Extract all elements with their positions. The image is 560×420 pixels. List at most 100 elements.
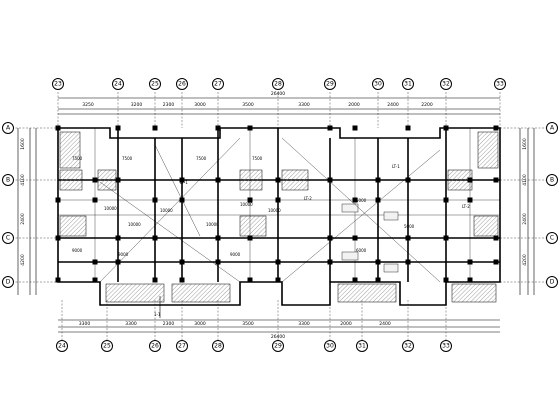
bottom-dimension: 3500	[242, 321, 254, 327]
svg-text:29: 29	[274, 343, 282, 350]
column	[493, 235, 499, 241]
bottom-dimension: 3300	[125, 321, 137, 327]
column	[405, 259, 411, 265]
column	[352, 197, 358, 203]
structural-columns	[55, 125, 499, 283]
top-dimension: 3300	[298, 102, 310, 108]
left-dimension: 1600	[20, 138, 26, 150]
column	[152, 125, 158, 131]
top-axis-bubble-32: 32	[440, 78, 452, 90]
column	[467, 259, 473, 265]
top-total-dimension: 26400	[271, 91, 285, 97]
left-axis-bubble-B: B	[2, 174, 14, 186]
room-label: 10000	[268, 208, 281, 213]
column	[327, 177, 333, 183]
top-dimension: 3000	[194, 102, 206, 108]
right-axis-bubble-A: A	[546, 122, 558, 134]
top-axis-bubble-30: 30	[372, 78, 384, 90]
svg-text:33: 33	[496, 81, 504, 88]
column	[493, 177, 499, 183]
top-axis-bubble-28: 28	[272, 78, 284, 90]
right-axis-bubble-D: D	[546, 276, 558, 288]
top-dimension-lines	[58, 97, 500, 115]
top-axis-bubble-23: 23	[52, 78, 64, 90]
column	[152, 197, 158, 203]
diagonal-lines	[99, 137, 441, 283]
column	[443, 277, 449, 283]
room-label: 7500	[122, 156, 133, 161]
svg-text:27: 27	[178, 343, 186, 350]
svg-text:26: 26	[178, 81, 186, 88]
hatched-areas	[59, 131, 499, 303]
top-axis-bubble-31: 31	[402, 78, 414, 90]
axis-grid-lines	[12, 92, 546, 340]
bottom-total-dimension: 26400	[271, 334, 285, 340]
room-label: 10000	[128, 222, 141, 227]
svg-text:30: 30	[374, 81, 382, 88]
column	[92, 197, 98, 203]
bottom-axis-bubble-28: 28	[212, 340, 224, 352]
bottom-axis-bubble-25: 25	[101, 340, 113, 352]
bottom-axis-bubble-30: 30	[324, 340, 336, 352]
svg-text:26: 26	[151, 343, 159, 350]
svg-text:B: B	[6, 177, 10, 184]
top-axis-bubble-24: 24	[112, 78, 124, 90]
room-label: 6000	[356, 248, 367, 253]
svg-text:28: 28	[214, 343, 222, 350]
column	[247, 125, 253, 131]
top-axis-bubble-26: 26	[176, 78, 188, 90]
svg-text:32: 32	[404, 343, 412, 350]
svg-text:23: 23	[54, 81, 62, 88]
room-label: 9000	[230, 252, 241, 257]
column	[443, 125, 449, 131]
room-label: 10000	[240, 202, 253, 207]
interior-walls	[58, 128, 500, 282]
svg-text:A: A	[6, 125, 11, 132]
column	[115, 235, 121, 241]
bottom-dimension-lines	[58, 319, 500, 333]
svg-text:27: 27	[214, 81, 222, 88]
column	[275, 177, 281, 183]
svg-text:32: 32	[442, 81, 450, 88]
left-dimension: 4200	[20, 254, 26, 266]
svg-text:C: C	[6, 235, 10, 242]
bottom-dimension: 2000	[340, 321, 352, 327]
column	[493, 259, 499, 265]
column	[179, 259, 185, 265]
column	[275, 197, 281, 203]
svg-text:33: 33	[442, 343, 450, 350]
section-mark-label: 1-1	[154, 312, 161, 317]
right-dimension: 1600	[522, 138, 528, 150]
column	[467, 177, 473, 183]
column	[275, 259, 281, 265]
room-label: 5000	[356, 198, 367, 203]
svg-text:29: 29	[326, 81, 334, 88]
room-label: 5000	[404, 224, 415, 229]
section-mark: 1-1	[154, 296, 161, 318]
top-dimension: 3500	[242, 102, 254, 108]
svg-text:31: 31	[404, 81, 412, 88]
column	[215, 177, 221, 183]
top-axis-bubble-33: 33	[494, 78, 506, 90]
column	[179, 197, 185, 203]
column	[152, 235, 158, 241]
top-dimension: 2000	[348, 102, 360, 108]
slab-panels	[341, 203, 399, 273]
svg-text:25: 25	[151, 81, 159, 88]
column	[375, 259, 381, 265]
left-axis-bubble-C: C	[2, 232, 14, 244]
bottom-axis-bubble-33: 33	[440, 340, 452, 352]
column	[55, 197, 61, 203]
svg-text:C: C	[550, 235, 554, 242]
top-axis-bubbles: 23 24 25 26 27 28 29 30 31 32 33	[52, 78, 506, 90]
svg-text:31: 31	[358, 343, 366, 350]
bottom-dimension: 3300	[298, 321, 310, 327]
left-axis-bubble-A: A	[2, 122, 14, 134]
right-dimension: 2400	[522, 213, 528, 225]
room-label: 7500	[72, 156, 83, 161]
svg-text:30: 30	[326, 343, 334, 350]
